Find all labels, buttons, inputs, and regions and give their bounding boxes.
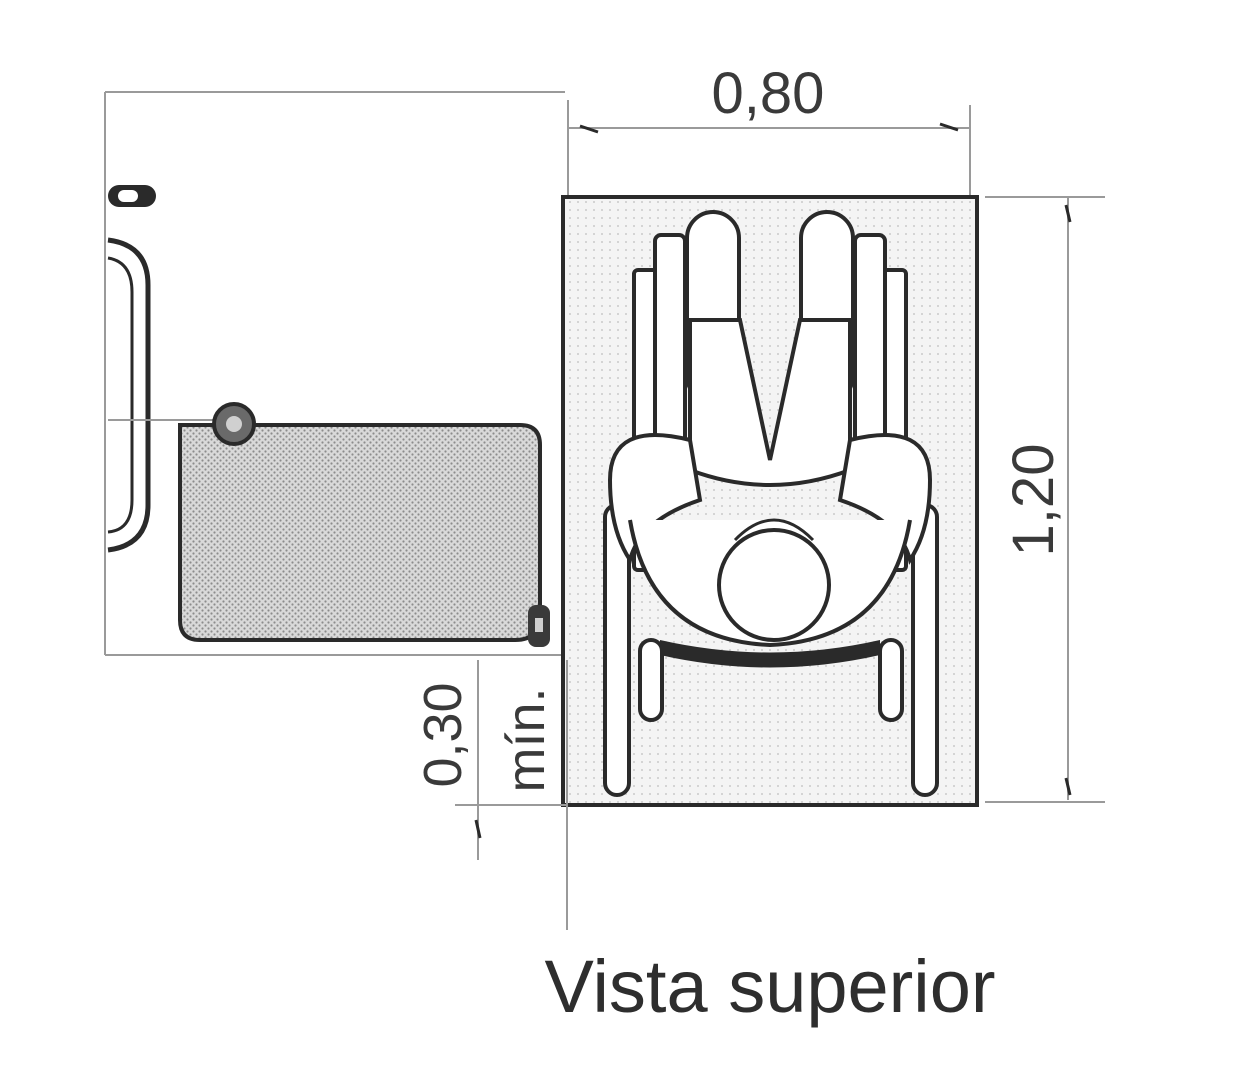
toilet-icon [178,402,550,647]
width-dimension: 0,80 [567,61,971,195]
width-label: 0,80 [712,61,825,126]
wheelchair-user-icon [603,210,939,797]
height-label: 1,20 [1001,444,1066,557]
offset-unit-label: mín. [496,687,556,792]
height-dimension: 1,20 [985,196,1105,803]
offset-value-label: 0,30 [413,682,473,787]
offset-dimension: 0,30 mín. [413,660,568,930]
grab-bar-icon [107,185,235,553]
cubicle-walls [104,91,565,656]
view-caption: Vista superior [544,945,995,1028]
